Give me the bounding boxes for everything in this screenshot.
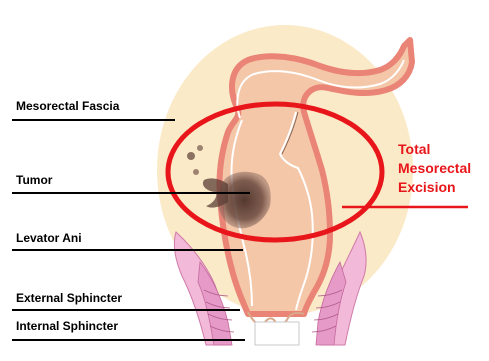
lymph-node [187,152,195,160]
tme-callout-line3: Excision [398,179,456,195]
lymph-node [193,169,199,175]
tme-callout-line1: Total [398,141,430,157]
label-tumor: Tumor [16,173,53,187]
tme-callout-line2: Mesorectal [398,160,471,176]
anal-canal-base [255,322,299,345]
label-internal-sphincter: Internal Sphincter [16,319,118,333]
label-mesorectal-fascia: Mesorectal Fascia [16,99,120,113]
lymph-node [197,145,203,151]
label-external-sphincter: External Sphincter [16,291,122,305]
label-levator-ani: Levator Ani [16,231,82,245]
